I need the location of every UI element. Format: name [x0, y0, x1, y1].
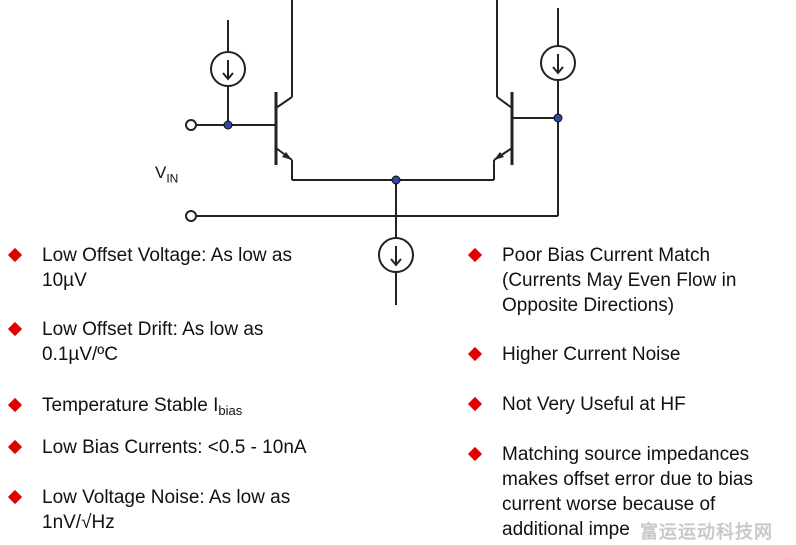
node-right-base [553, 113, 563, 123]
vin-label: VIN [155, 163, 179, 186]
input-terminal-bottom [185, 210, 197, 222]
node-left-base [223, 120, 233, 130]
q2-emitter-arrow [494, 152, 504, 160]
q1-collector [275, 96, 293, 109]
q1-emitter-arrow [282, 152, 292, 160]
input-terminal-top [185, 119, 197, 131]
node-tail [391, 175, 401, 185]
q2-collector [496, 96, 513, 109]
watermark: 富运运动科技网 [640, 522, 773, 542]
